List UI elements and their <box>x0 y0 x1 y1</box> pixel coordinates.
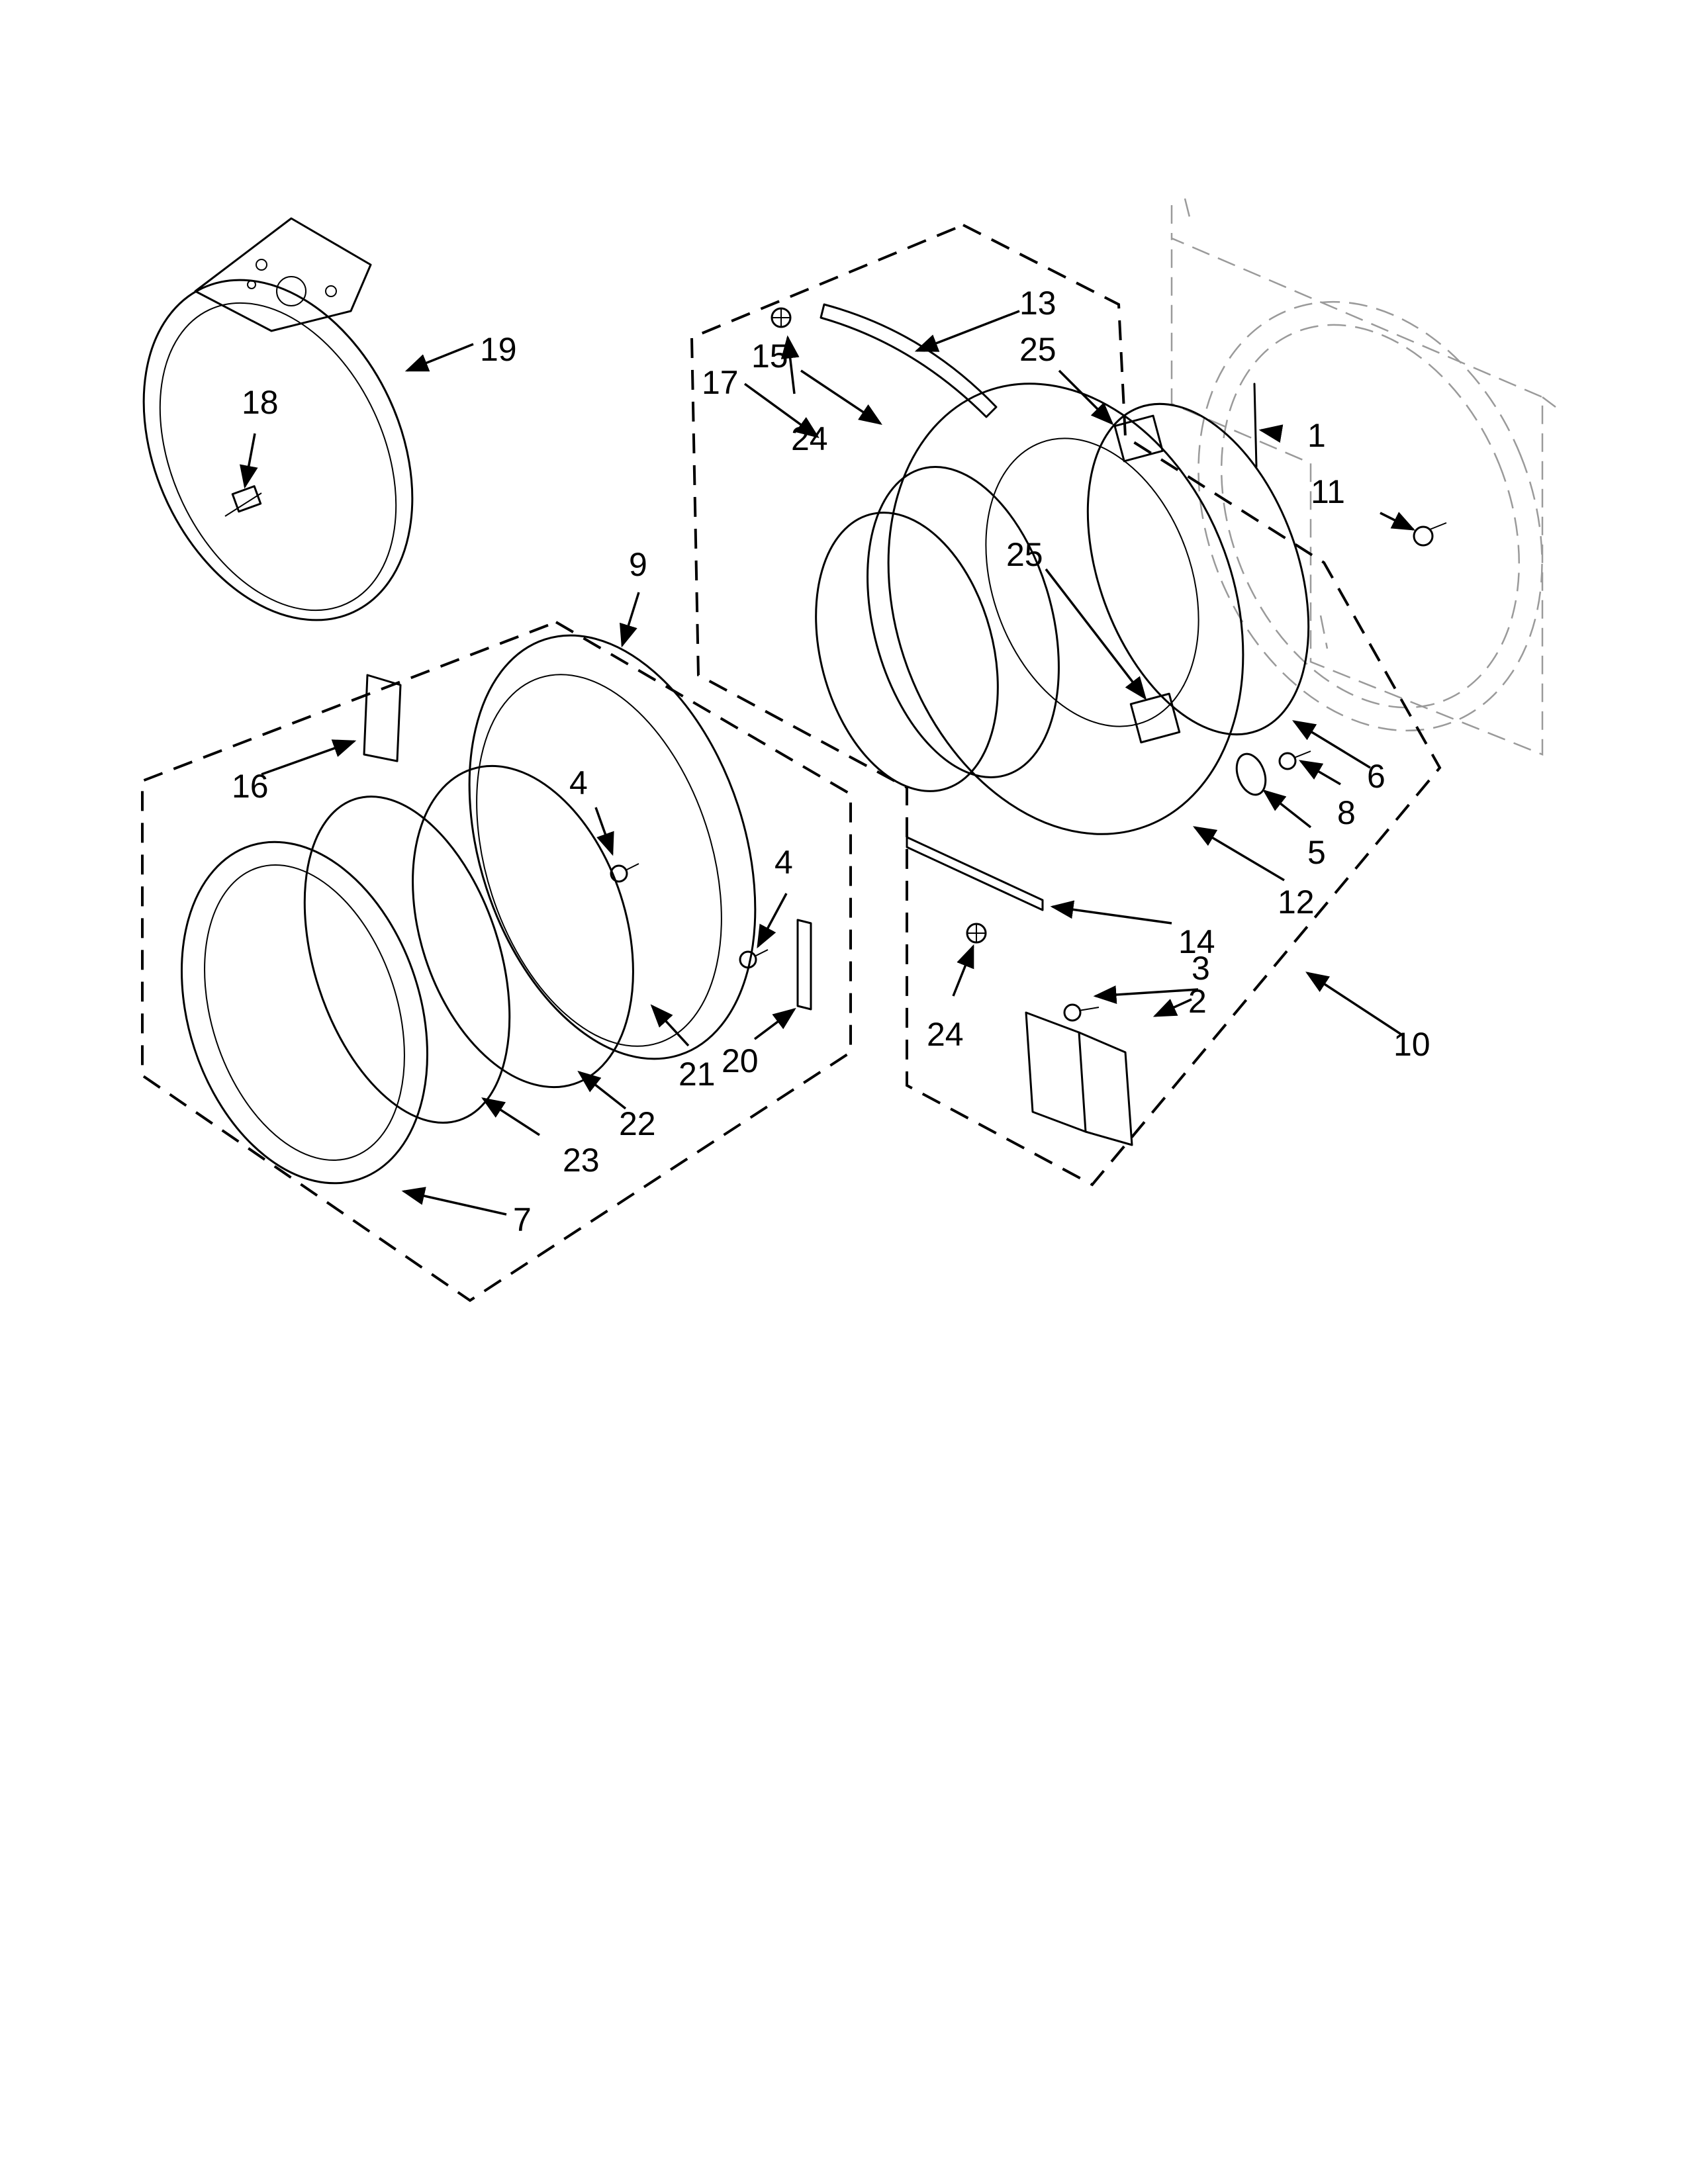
callout-14: 14 <box>1178 923 1215 960</box>
callout-22: 22 <box>619 1105 656 1142</box>
callout-2: 2 <box>1188 983 1207 1020</box>
callout-24b: 24 <box>927 1016 964 1053</box>
part-23-trim <box>303 796 511 1124</box>
callout-20: 20 <box>722 1042 759 1079</box>
part-15-ring <box>867 466 1060 778</box>
leader-lines <box>240 310 1416 1216</box>
callout-17: 17 <box>702 364 739 401</box>
part-18-clip <box>224 485 262 517</box>
part-14-strip <box>906 836 1044 911</box>
callout-16: 16 <box>232 768 269 805</box>
part-4-screw-a <box>610 863 639 883</box>
cabinet-outline <box>1170 198 1556 756</box>
callout-3: 3 <box>1192 950 1210 987</box>
part-1-rod <box>1253 383 1258 468</box>
callout-23: 23 <box>563 1142 600 1179</box>
part-5-washer <box>1235 752 1267 796</box>
callout-11: 11 <box>1311 473 1345 510</box>
part-21-inner-door <box>468 634 757 1060</box>
part-13-strap <box>820 303 998 418</box>
part-16-clip <box>363 674 402 762</box>
part-7-outer-ring <box>181 841 428 1185</box>
part-6-gasket <box>1086 402 1310 736</box>
callout-6: 6 <box>1367 758 1385 795</box>
callout-10: 10 <box>1393 1026 1430 1063</box>
part-4-screw-b <box>739 949 769 969</box>
callout-9: 9 <box>629 546 647 583</box>
callout-4a: 4 <box>569 764 588 801</box>
callout-13: 13 <box>1019 285 1056 322</box>
part-12-inner-frame <box>887 383 1244 835</box>
callout-8: 8 <box>1337 794 1356 831</box>
callout-24a: 24 <box>791 420 828 457</box>
callout-5: 5 <box>1307 834 1326 871</box>
assembly-9-border <box>141 620 852 1302</box>
part-3-screw <box>1063 1003 1100 1022</box>
part-25-strike-lower <box>1129 692 1181 744</box>
part-25-strike-upper <box>1113 414 1164 463</box>
callout-1: 1 <box>1307 417 1326 454</box>
part-8-screw <box>1278 751 1311 770</box>
part-11-screw <box>1413 522 1447 547</box>
callout-12: 12 <box>1278 884 1315 921</box>
assembly-10-border <box>690 223 1442 1187</box>
callout-21: 21 <box>679 1056 716 1093</box>
callout-4b: 4 <box>774 844 793 881</box>
part-22-ring <box>412 764 634 1089</box>
callout-18: 18 <box>242 384 279 421</box>
part-24-screw-upper <box>771 307 792 328</box>
callout-25a: 25 <box>1019 331 1056 368</box>
part-17-glass <box>815 512 999 792</box>
part-24-screw-lower <box>966 923 987 944</box>
callout-7: 7 <box>513 1201 532 1238</box>
callout-25b: 25 <box>1006 536 1043 573</box>
part-19-bulkhead <box>142 217 414 621</box>
callout-15: 15 <box>751 338 788 375</box>
callout-labels: 1 2 3 4 4 5 6 7 8 9 10 11 12 13 14 15 16… <box>232 285 1430 1238</box>
part-2-hinge <box>1025 1011 1133 1146</box>
callout-19: 19 <box>480 331 517 368</box>
part-20-bracket <box>796 919 812 1011</box>
